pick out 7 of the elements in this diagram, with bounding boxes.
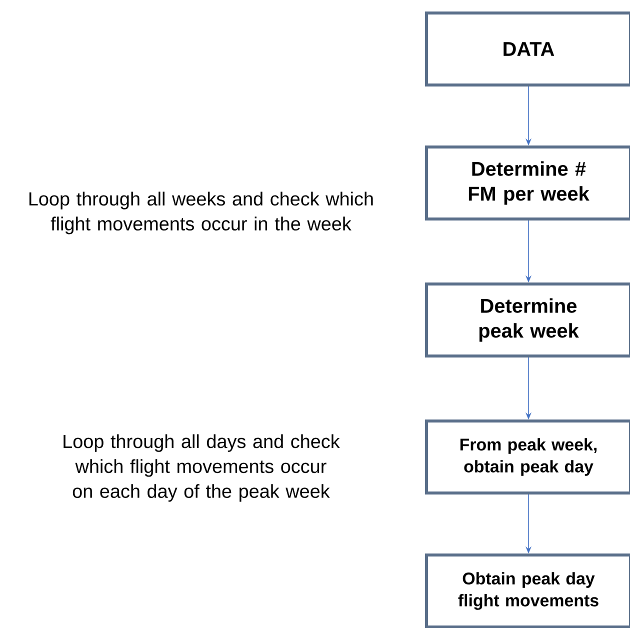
process-box: Determine peak week [425,282,630,358]
note-text: Loop through all days and check which flight movements occur on each day of the peak week [64,434,340,502]
process-box: Obtain peak day flight movements [425,554,630,628]
process-box: From peak week, obtain peak day [425,420,630,494]
process-box: Determine # FM per week [425,146,630,220]
note-text: Loop through all weeks and check which flight movements occur in the week [29,192,373,234]
process-box: DATA [425,12,630,86]
